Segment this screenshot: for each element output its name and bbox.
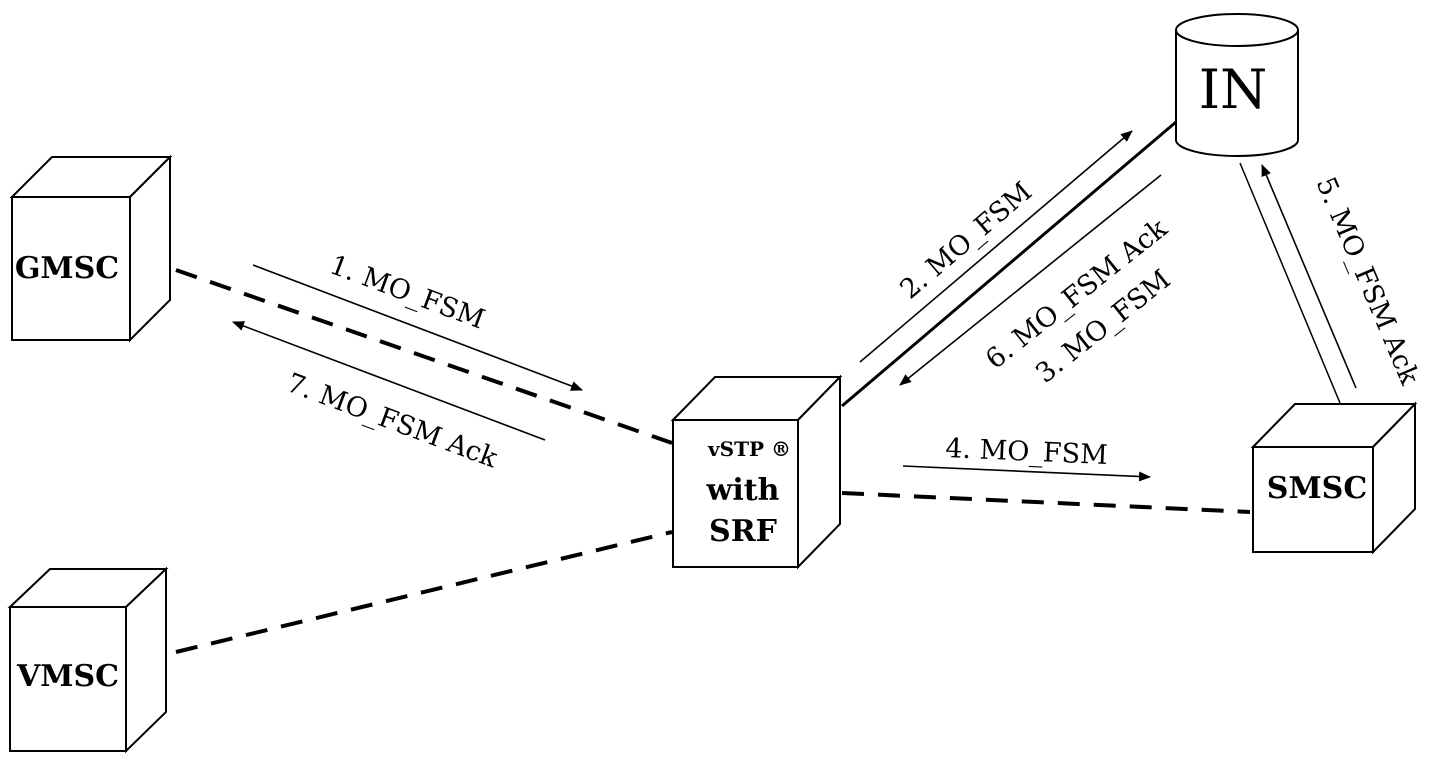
- gmsc-label: GMSC: [15, 251, 119, 286]
- message-label-1: 1. MO_FSM: [326, 250, 489, 336]
- message-label-5: 5. MO_FSM Ack: [1310, 173, 1426, 390]
- link-gmsc-stp: [175, 268, 673, 445]
- vmsc-node: VMSC: [7, 566, 169, 754]
- srf-label: SRF: [709, 514, 777, 549]
- with-label: with: [706, 473, 780, 508]
- in-database-node: IN: [1175, 13, 1299, 157]
- link-stp-smsc: [841, 491, 1251, 514]
- arrow-4: [902, 465, 1151, 482]
- message-label-4: 4. MO_FSM: [945, 433, 1109, 471]
- smsc-label: SMSC: [1267, 471, 1367, 506]
- vstp-srf-node: vSTP ® with SRF: [670, 374, 843, 570]
- arrow-5: [1261, 164, 1357, 389]
- link-in-smsc: [1239, 162, 1341, 404]
- arrow-7: [232, 321, 546, 441]
- vmsc-label: VMSC: [16, 659, 119, 694]
- message-label-2: 2. MO_FSM: [894, 176, 1038, 305]
- smsc-node: SMSC: [1250, 401, 1418, 555]
- vstp-label: vSTP ®: [707, 437, 791, 461]
- links: [175, 268, 1251, 654]
- message-arrows: [232, 130, 1357, 482]
- gmsc-node: GMSC: [9, 154, 173, 343]
- link-stp-in: [841, 120, 1177, 408]
- arrow-2: [859, 130, 1133, 363]
- message-label-7: 7. MO_FSM Ack: [283, 368, 502, 475]
- arrow-1: [252, 264, 583, 391]
- link-vmsc-stp: [175, 530, 673, 654]
- in-label: IN: [1199, 58, 1268, 121]
- arrow-3-6: [899, 174, 1162, 386]
